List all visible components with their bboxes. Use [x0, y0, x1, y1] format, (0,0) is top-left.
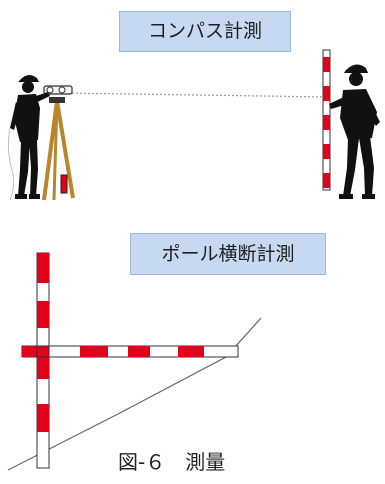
tripod	[42, 97, 75, 201]
sight-line	[63, 92, 329, 98]
pole-intersection	[36, 345, 50, 358]
vertical-pole	[36, 252, 50, 469]
compass-instrument	[43, 85, 73, 95]
right-pole	[322, 49, 331, 191]
tape-line	[7, 127, 15, 201]
pole-cross-section-diagram	[7, 252, 262, 471]
horizontal-pole	[21, 345, 239, 358]
pole-cross-section-title: ポール横断計測	[161, 242, 295, 265]
pole-cross-section-label: ポール横断計測	[130, 233, 326, 275]
right-surveyor-silhouette	[329, 64, 380, 199]
ground-slope-line	[7, 317, 262, 471]
compass-survey-label: コンパス計測	[119, 11, 291, 52]
figure-caption: 図-６ 測量	[118, 450, 226, 474]
compass-survey-scene	[7, 49, 380, 201]
left-surveyor-silhouette	[10, 74, 50, 199]
compass-survey-title: コンパス計測	[147, 20, 262, 42]
